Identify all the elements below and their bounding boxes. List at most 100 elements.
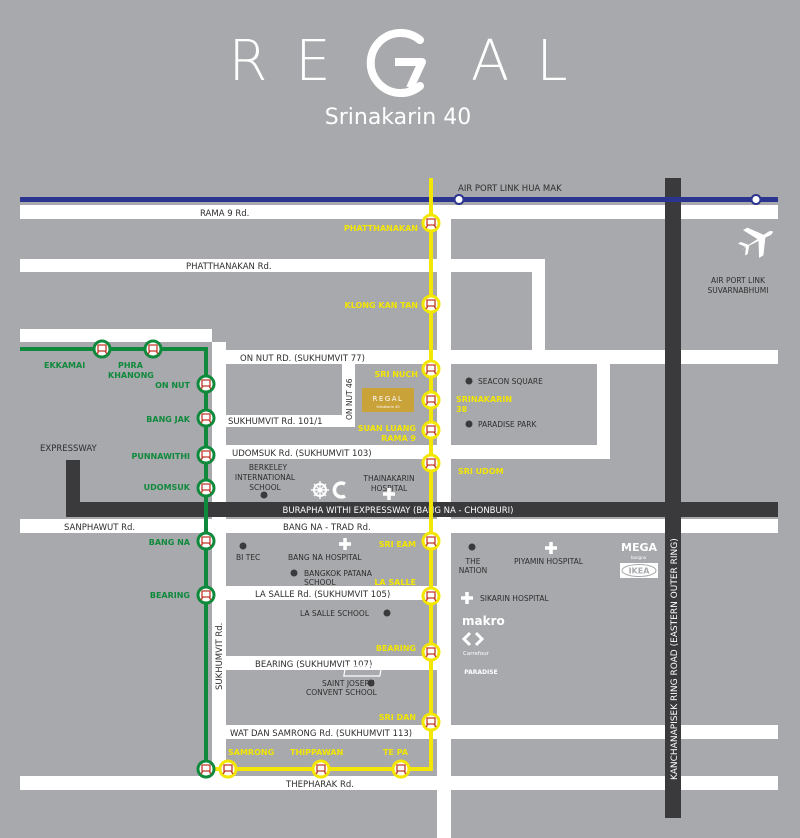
label-la-salle: LA SALLE Rd. (SUKHUMVIT 105) [255,590,390,600]
green-station-marker-0 [92,339,112,359]
yellow-station-sri-dan: SRI DAN [379,713,416,722]
yellow-station-samrong: SAMRONG [228,748,274,757]
green-line-stations [92,339,216,779]
mega-logo-sub: bangna [631,555,647,560]
project-site-marker: REGAL Srinakarin 40 [362,388,414,412]
green-station-labels: EKKAMAI PHRA KHANONG ON NUT BANG JAK PUN… [44,361,191,600]
makro-logo: makro [462,614,505,628]
yellow-station-marker-12 [218,759,238,779]
label-rama9: RAMA 9 Rd. [200,209,249,219]
green-station-ekkamai: EKKAMAI [44,361,85,370]
label-saint-joseph-2: CONVENT SCHOOL [306,688,378,697]
c-logo-icon [332,481,346,499]
road-labels: RAMA 9 Rd. PHATTHANAKAN Rd. ON NUT RD. (… [64,209,412,790]
yellow-station-suan-luang: SUAN LUANG [358,424,416,433]
road-ekkamai-top [20,329,212,342]
label-airport-suvarnabhumi-2: SUVARNABHUMI [708,286,769,295]
yellow-station-klong-kan-tan: KLONG KAN TAN [345,301,418,310]
outlet-logo-text: PARADISE [464,669,497,676]
logo-letter-r: R [229,29,268,94]
hospital-icon-bangna [339,538,351,550]
label-the-nation-2: NATION [459,566,487,575]
label-bangna-trad: BANG NA - TRAD Rd. [283,523,371,533]
logo-letter-e: E [295,29,330,94]
expressway-burapha [66,502,778,517]
label-burapha: BURAPHA WITHI EXPRESSWAY (BANG NA - CHON… [283,506,514,516]
dot-seacon [465,377,473,385]
yellow-station-marker-8 [421,642,441,662]
expressway: BURAPHA WITHI EXPRESSWAY (BANG NA - CHON… [40,444,778,517]
road-srinakarin-east [597,364,610,459]
dot-berkeley [260,491,268,499]
road-phatthanakan-east [532,259,545,355]
label-seacon: SEACON SQUARE [478,377,543,386]
road-on-nut-46 [342,364,355,420]
green-line-track [20,347,208,769]
yellow-station-srinakarin-38: SRINAKARIN [456,395,512,404]
label-bearing: BEARING (SUKHUMVIT 107) [255,660,372,670]
hospital-icon-sikarin [461,592,473,604]
label-bangna-hospital: BANG NA HOSPITAL [288,553,362,562]
label-udomsuk: UDOMSUK Rd. (SUKHUMVIT 103) [232,449,372,459]
yellow-station-marker-4 [421,420,441,440]
yellow-station-marker-0 [421,213,441,233]
carrefour-text: Carrefour [463,651,490,657]
yellow-line-stations [218,213,441,779]
yellow-station-marker-11 [311,759,331,779]
places: SEACON SQUARE PARADISE PARK BERKELEY INT… [235,377,584,697]
green-station-marker-3 [196,408,216,428]
dot-paradise [465,420,473,428]
label-saint-joseph: SAINT JOSEPH [322,679,375,688]
road-phatthanakan [20,259,545,272]
yellow-station-marker-10 [391,759,411,779]
mega-logo: MEGA [621,541,657,554]
yellow-station-marker-7 [421,586,441,606]
yellow-station-marker-5 [421,453,441,473]
road-sukhumvit-101-1 [225,415,355,427]
roads [20,205,778,838]
hospital-icon-piyamin [545,542,557,554]
road-wat-dan-samrong [212,725,778,739]
logo-letter-a: A [471,29,509,94]
yellow-station-marker-2 [421,359,441,379]
green-station-phra-khanong: PHRA [118,361,144,370]
logo-g-mark [366,29,426,97]
label-sikarin: SIKARIN HOSPITAL [480,594,549,603]
label-wat-dan-samrong: WAT DAN SAMRONG Rd. (SUKHUMVIT 113) [230,729,412,739]
label-berkeley-3: SCHOOL [249,483,281,492]
yellow-station-sri-eam: SRI EAM [379,540,416,549]
green-station-bang-na: BANG NA [149,538,191,547]
logo-subtitle: Srinakarin 40 [325,105,471,130]
hospital-icon-thainakarin [383,488,395,500]
green-station-marker-7 [196,585,216,605]
airport-link-line: AIR PORT LINK HUA MAK [20,184,778,205]
road-rama9 [20,205,778,219]
green-station-marker-5 [196,478,216,498]
green-station-marker-6 [196,531,216,551]
label-phatthanakan: PHATTHANAKAN Rd. [186,262,272,272]
site-marker-box [362,388,414,412]
label-on-nut: ON NUT RD. (SUKHUMVIT 77) [240,354,365,364]
airport-station-suvarnabhumi [750,194,762,205]
label-sukhumvit: SUKHUMVIT Rd. [215,623,225,690]
dot-la-salle-school [383,609,391,617]
yellow-station-sri-udom: SRI UDOM [458,467,504,476]
label-bangkok-patana: BANGKOK PATANA [304,569,373,578]
dot-bitec [239,542,247,550]
header-logo: R E A L Srinakarin 40 [229,29,568,130]
dot-bangkok-patana [290,569,298,577]
label-on-nut-46: ON NUT 46 [345,378,354,420]
label-kanchanapisek: KANCHANAPISEK RING ROAD (EASTERN OUTER R… [670,538,680,780]
road-srinakarin [437,205,451,838]
yellow-station-sri-nuch: SRI NUCH [375,370,418,379]
green-station-on-nut: ON NUT [155,381,190,390]
label-sanphawut: SANPHAWUT Rd. [64,523,135,533]
yellow-station-marker-3 [421,390,441,410]
yellow-station-srinakarin-38-num: 38 [456,405,468,414]
yellow-station-te-pa: TE PA [383,748,409,757]
label-berkeley-2: INTERNATIONAL [235,473,296,482]
site-marker-name: REGAL [373,395,404,403]
carrefour-logo-icon: Carrefour [461,631,490,657]
yellow-station-phatthanakan: PHATTHANAKAN [344,224,418,233]
